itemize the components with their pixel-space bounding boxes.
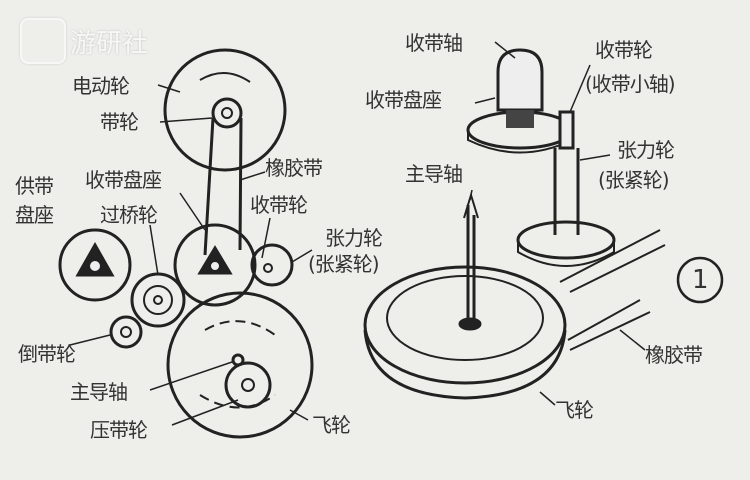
- label-takeup-reel-seat: 收带盘座: [85, 168, 162, 192]
- label-tension-wheel: 张力轮: [325, 226, 383, 250]
- leader-lines-right: [469, 41, 646, 406]
- watermark: 游研社: [20, 18, 148, 64]
- rotation-arrow-icon: [199, 72, 251, 83]
- label-pulley: 带轮: [100, 110, 139, 134]
- label-rubber-belt-right: 橡胶带: [645, 343, 703, 367]
- label-pinch-roller: 压带轮: [90, 418, 148, 442]
- label-idler: 过桥轮: [100, 203, 158, 227]
- supply-reel-seat: [58, 228, 132, 302]
- rubber-belt-3d: [559, 229, 666, 351]
- right-mechanism: [363, 41, 724, 406]
- label-takeup-wheel-alt: (收带小轴): [585, 72, 676, 96]
- label-capstan: 主导轴: [70, 380, 128, 404]
- takeup-shaft-cap: [496, 48, 544, 112]
- gamepad-logo-icon: [20, 18, 66, 64]
- figure-number-circle: [676, 256, 724, 304]
- label-tension-wheel-alt-right: (张紧轮): [598, 168, 670, 192]
- label-takeup-shaft: 收带轴: [405, 31, 463, 55]
- tension-shaft: [553, 148, 580, 235]
- label-rewind-wheel: 倒带轮: [18, 342, 76, 366]
- tension-wheel: [250, 243, 294, 287]
- label-flywheel: 飞轮: [312, 413, 351, 437]
- label-flywheel-right: 飞轮: [555, 398, 594, 422]
- takeup-reel-seat: [173, 223, 257, 307]
- label-motor-wheel: 电动轮: [72, 74, 130, 98]
- pinch-roller: [224, 361, 272, 409]
- flywheel: [166, 291, 314, 439]
- motor-wheel: [163, 48, 287, 172]
- idler-wheel: [130, 272, 186, 328]
- tension-disk: [516, 220, 616, 260]
- label-takeup-wheel-right: 收带轮: [595, 38, 653, 62]
- pulley: [211, 97, 243, 129]
- label-takeup-reel-seat-right: 收带盘座: [365, 88, 442, 112]
- label-capstan-right: 主导轴: [405, 162, 463, 186]
- leader-lines: [69, 84, 313, 426]
- figure-number: 1: [692, 265, 709, 295]
- left-mechanism: [58, 48, 314, 439]
- label-rubber-belt: 橡胶带: [265, 156, 323, 180]
- label-tension-wheel-right: 张力轮: [617, 138, 675, 162]
- label-supply-reel-seat-2: 盘座: [15, 203, 54, 227]
- flywheel-3d: [363, 265, 567, 385]
- label-takeup-wheel: 收带轮: [250, 193, 308, 217]
- label-supply-reel-seat-1: 供带: [15, 174, 54, 198]
- watermark-text: 游研社: [70, 28, 149, 59]
- rewind-wheel: [109, 315, 143, 349]
- label-tension-wheel-alt: (张紧轮): [308, 252, 380, 276]
- rubber-belt: [203, 117, 243, 256]
